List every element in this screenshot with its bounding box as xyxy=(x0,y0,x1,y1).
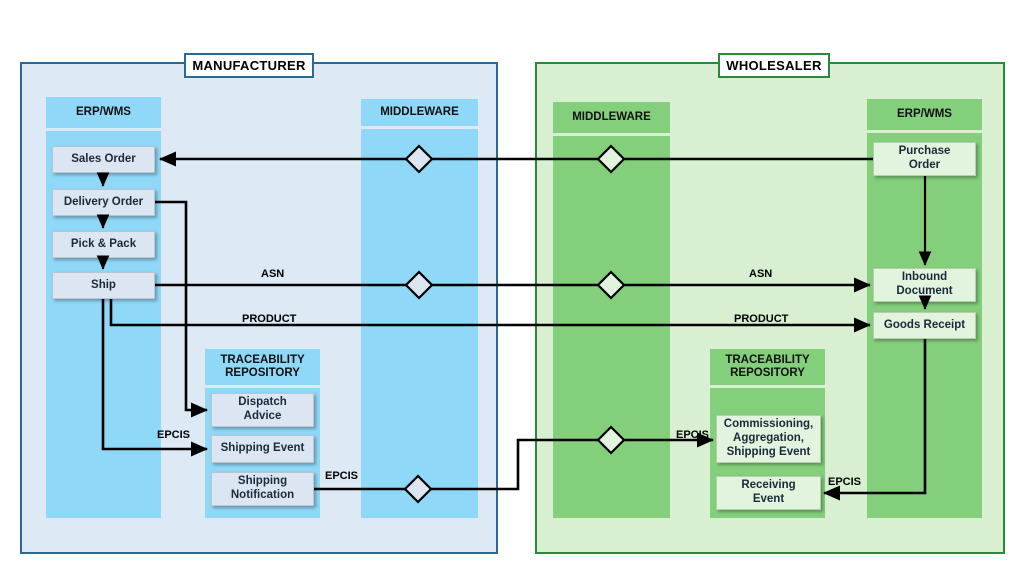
wholesaler-title-text: WHOLESALER xyxy=(726,58,822,73)
flow-label-epcis-receiving: EPCIS xyxy=(828,476,862,488)
manufacturer-middleware-header-text: MIDDLEWARE xyxy=(380,105,459,118)
flow-label-asn-left: ASN xyxy=(261,268,285,280)
node-purchase-order-line1: Purchase xyxy=(898,145,951,158)
node-purchase-order[interactable]: Purchase Order xyxy=(873,142,976,176)
manufacturer-panel-title: MANUFACTURER xyxy=(184,53,314,78)
node-inbound-document[interactable]: Inbound Document xyxy=(873,268,976,302)
node-receiving-event-line1: Receiving xyxy=(741,479,796,492)
manufacturer-traceability-header-line1: TRACEABILITY xyxy=(220,353,305,366)
flow-label-asn-right: ASN xyxy=(749,268,773,280)
wholesaler-middleware-column xyxy=(553,136,670,518)
node-shipping-notification[interactable]: Shipping Notification xyxy=(211,472,314,506)
wholesaler-erp-header: ERP/WMS xyxy=(867,99,982,130)
node-sales-order[interactable]: Sales Order xyxy=(52,146,155,173)
flow-label-product-left: PRODUCT xyxy=(242,313,297,325)
manufacturer-erp-header-text: ERP/WMS xyxy=(76,105,131,118)
node-inbound-document-line2: Document xyxy=(896,285,953,297)
node-goods-receipt-label: Goods Receipt xyxy=(883,318,966,331)
node-commissioning-aggregation-shipping-event[interactable]: Commissioning, Aggregation, Shipping Eve… xyxy=(716,415,821,463)
flow-label-epcis-shipping-event: EPCIS xyxy=(157,429,191,441)
node-dispatch-advice-line1: Dispatch xyxy=(238,396,287,409)
node-commissioning-line3: Shipping Event xyxy=(726,445,811,458)
node-commissioning-line2: Aggregation, xyxy=(733,432,804,445)
node-inbound-document-line1: Inbound xyxy=(901,271,948,284)
node-ship-label: Ship xyxy=(91,278,116,291)
node-dispatch-advice-line2: Advice xyxy=(243,410,282,422)
node-goods-receipt[interactable]: Goods Receipt xyxy=(873,312,976,339)
wholesaler-middleware-header-text: MIDDLEWARE xyxy=(572,110,651,123)
wholesaler-traceability-header-line1: TRACEABILITY xyxy=(725,353,810,366)
node-commissioning-line1: Commissioning, xyxy=(723,418,814,431)
node-delivery-order-label: Delivery Order xyxy=(63,195,144,208)
node-ship[interactable]: Ship xyxy=(52,272,155,299)
wholesaler-erp-header-text: ERP/WMS xyxy=(897,107,952,120)
flow-label-epcis-shipping-notification: EPCIS xyxy=(325,470,359,482)
flow-label-product-right: PRODUCT xyxy=(734,313,789,325)
manufacturer-traceability-header-line2: REPOSITORY xyxy=(225,367,300,379)
node-pick-and-pack[interactable]: Pick & Pack xyxy=(52,231,155,258)
wholesaler-panel-title: WHOLESALER xyxy=(718,53,830,78)
node-receiving-event[interactable]: Receiving Event xyxy=(716,476,821,510)
node-purchase-order-line2: Order xyxy=(908,159,941,171)
manufacturer-middleware-header: MIDDLEWARE xyxy=(361,99,478,126)
node-shipping-event[interactable]: Shipping Event xyxy=(211,435,314,463)
flow-label-epcis-commissioning: EPCIS xyxy=(676,429,710,441)
manufacturer-middleware-column xyxy=(361,129,478,518)
node-pick-and-pack-label: Pick & Pack xyxy=(70,237,137,250)
node-shipping-notification-line2: Notification xyxy=(230,489,295,501)
node-shipping-notification-line1: Shipping xyxy=(237,475,288,488)
node-dispatch-advice[interactable]: Dispatch Advice xyxy=(211,393,314,427)
node-receiving-event-line2: Event xyxy=(752,493,785,505)
wholesaler-traceability-header: TRACEABILITY REPOSITORY xyxy=(710,349,825,385)
node-sales-order-label: Sales Order xyxy=(71,152,136,165)
manufacturer-title-text: MANUFACTURER xyxy=(192,58,306,73)
manufacturer-erp-header: ERP/WMS xyxy=(46,97,161,128)
manufacturer-traceability-header: TRACEABILITY REPOSITORY xyxy=(205,349,320,385)
wholesaler-middleware-header: MIDDLEWARE xyxy=(553,102,670,133)
node-delivery-order[interactable]: Delivery Order xyxy=(52,189,155,216)
node-shipping-event-label: Shipping Event xyxy=(220,442,305,455)
wholesaler-traceability-header-line2: REPOSITORY xyxy=(730,367,805,379)
